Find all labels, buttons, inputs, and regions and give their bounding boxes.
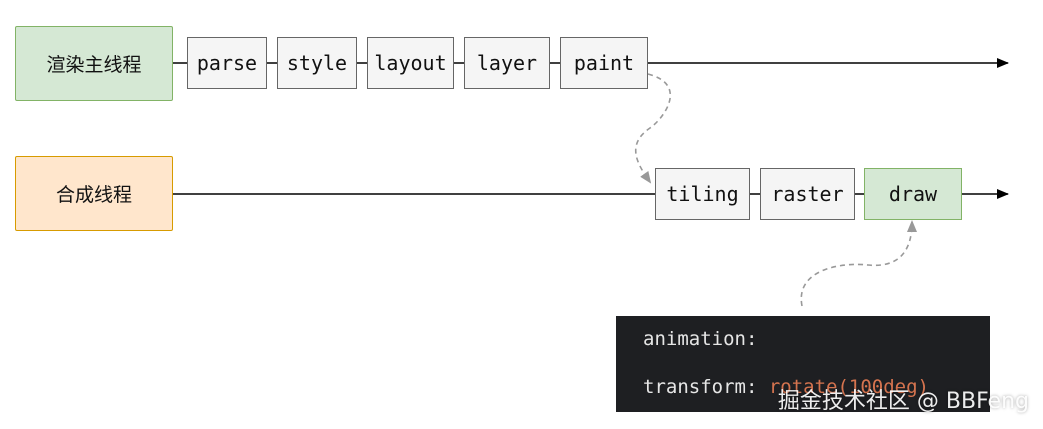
code-to-draw-connector [800,220,917,307]
stage-raster: raster [760,168,855,220]
main-thread-label: 渲染主线程 [46,54,142,76]
watermark: 掘金技术社区 @ BBFeng [777,389,1029,414]
stage-style: style [277,37,357,89]
code-transform-value: rotate(100deg) [768,376,929,398]
code-line-transform: transform: rotate(100deg) [643,375,990,399]
compositor-thread-box: 合成线程 [15,156,173,231]
stage-draw: draw [864,168,962,220]
code-snippet: animation: transform: rotate(100deg) [616,316,990,412]
stage-parse: parse [187,37,267,89]
stage-tiling: tiling [655,168,750,220]
code-line-animation: animation: [643,328,758,350]
compositor-thread-label: 合成线程 [55,184,132,206]
paint-to-tiling-connector [634,73,671,184]
code-transform-property: transform: [643,376,769,398]
stage-layout: layout [367,37,454,89]
stage-paint: paint [560,37,648,89]
stage-layer: layer [464,37,550,89]
main-thread-box: 渲染主线程 [15,26,173,101]
